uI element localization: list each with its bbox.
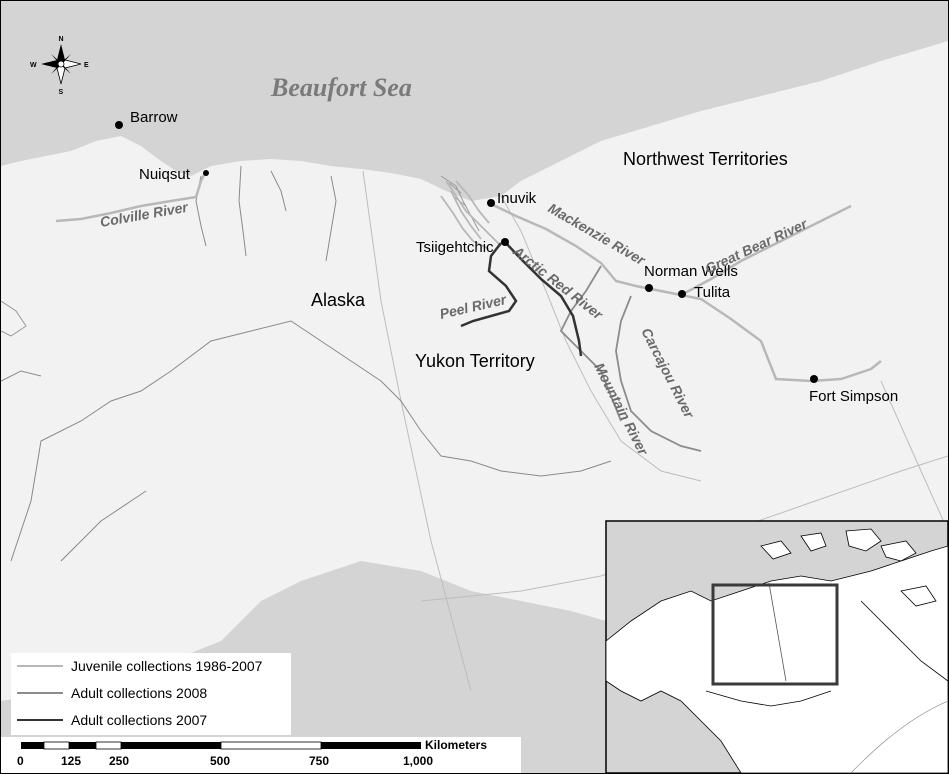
carcajou-river-line (615, 295, 702, 452)
mackenzie-delta (440, 180, 502, 250)
legend-label-adult-2008: Adult collections 2008 (71, 685, 207, 701)
scale-unit: Kilometers (425, 738, 487, 752)
scale-tick-0: 0 (17, 754, 24, 768)
compass-n: N (59, 36, 64, 43)
label-colville-river: Colville River (99, 199, 191, 230)
label-norman-wells: Norman Wells (644, 263, 738, 280)
arctic-red-river-line (503, 240, 583, 357)
inset-islands (760, 528, 937, 607)
legend-label-juvenile: Juvenile collections 1986-2007 (71, 658, 263, 674)
border-yukon-nwt (500, 195, 702, 482)
inset-border (768, 582, 787, 682)
label-mountain-river: Mountain River (591, 360, 652, 459)
nuiqsut-marker (203, 170, 209, 176)
label-alaska: Alaska (311, 290, 366, 310)
sea-label: Beaufort Sea (270, 73, 412, 102)
norman-wells-marker (645, 284, 653, 292)
barrow-marker (115, 121, 123, 129)
label-arctic-red-river: Arctic Red River (509, 242, 607, 323)
scale-tick-125: 125 (61, 754, 81, 768)
compass-w: W (30, 62, 37, 69)
colville-river-line (55, 170, 208, 223)
compass-s: S (59, 89, 64, 96)
scale-tick-1000: 1,000 (403, 754, 433, 768)
compass-rose-icon: N S E W (30, 36, 89, 96)
inset-map (605, 520, 948, 773)
coastline-detail (1, 175, 480, 337)
mountain-river-line (559, 265, 622, 422)
scale-tick-250: 250 (109, 754, 129, 768)
mackenzie-river-line (490, 202, 882, 383)
label-tsiigehtchic: Tsiigehtchic (416, 239, 494, 256)
scale-tick-750: 750 (309, 754, 329, 768)
tsiigehtchic-marker (501, 238, 509, 246)
label-northwest-territories: Northwest Territories (623, 149, 788, 169)
beaufort-sea (1, 1, 948, 201)
label-mackenzie-river: Mackenzie River (546, 200, 650, 269)
scale-tick-500: 500 (210, 754, 230, 768)
compass-e: E (84, 62, 89, 69)
label-fort-simpson: Fort Simpson (809, 388, 898, 405)
inset-extent-box (711, 583, 839, 686)
inset-coast-lines (705, 600, 948, 707)
inuvik-marker (487, 199, 495, 207)
label-yukon: Yukon Territory (415, 351, 535, 371)
tulita-marker (678, 290, 686, 298)
peel-river-line (460, 242, 518, 328)
border-east (880, 380, 948, 532)
fort-simpson-marker (810, 375, 818, 383)
label-inuvik: Inuvik (497, 190, 537, 207)
label-barrow: Barrow (130, 109, 178, 126)
label-nuiqsut: Nuiqsut (139, 166, 191, 183)
scale-bar: Kilometers 0 125 250 500 750 1,000 (1, 737, 521, 773)
river-network (1, 165, 612, 562)
inset-graticule (850, 700, 948, 773)
label-carcajou-river: Carcajou River (638, 325, 698, 422)
legend: Juvenile collections 1986-2007 Adult col… (11, 653, 291, 735)
label-great-bear-river: Great Bear River (703, 215, 811, 277)
label-peel-river: Peel River (438, 291, 509, 322)
legend-label-adult-2007: Adult collections 2007 (71, 712, 207, 728)
great-bear-river-line (682, 204, 852, 296)
label-tulita: Tulita (694, 284, 731, 301)
